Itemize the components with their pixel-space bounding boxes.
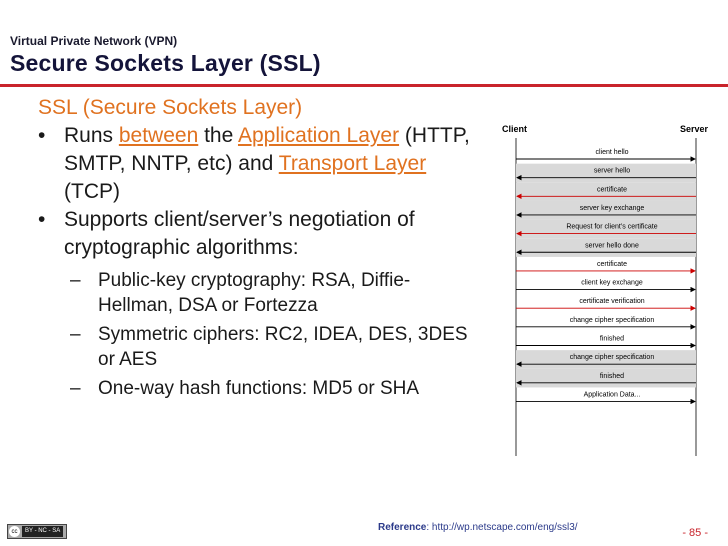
sub-bullet-hash: – One-way hash functions: MD5 or SHA [70, 376, 478, 401]
reference-url[interactable]: : http://wp.netscape.com/eng/ssl3/ [426, 522, 578, 533]
sub-bullet-public-key: – Public-key cryptography: RSA, Diffie-H… [70, 268, 478, 318]
cc-icon: cc [9, 526, 20, 537]
message-label: change cipher specification [570, 317, 655, 324]
client-label: Client [502, 124, 527, 134]
reference: Reference: http://wp.netscape.com/eng/ss… [378, 522, 578, 533]
dash-mark: – [70, 378, 81, 399]
bullet-runs-between: • Runs between the Application Layer (HT… [38, 122, 478, 206]
message-label: change cipher specification [570, 354, 655, 361]
server-label: Server [680, 124, 709, 134]
bullet-text: Supports client/server’s negotiation of … [64, 208, 415, 259]
slide-title: Secure Sockets Layer (SSL) [10, 50, 321, 76]
message-label: finished [600, 373, 624, 380]
message-label: certificate [597, 261, 627, 268]
message-label: client hello [595, 149, 628, 156]
section-heading: SSL (Secure Sockets Layer) [38, 96, 303, 119]
message-label: server hello done [585, 242, 639, 249]
license-badge[interactable]: cc BY - NC - SA [7, 524, 67, 539]
dash-mark: – [70, 324, 81, 345]
ssl-handshake-diagram: Client Server client hello server hello ce… [502, 124, 709, 456]
link-application-layer[interactable]: Application Layer [237, 124, 400, 147]
slide-kicker: Virtual Private Network (VPN) [10, 34, 178, 48]
message-label: client key exchange [581, 280, 643, 287]
sub-bullet-symmetric: – Symmetric ciphers: RC2, IDEA, DES, 3DE… [70, 322, 478, 372]
message-label: Application Data... [584, 391, 641, 398]
link-transport-layer[interactable]: Transport Layer [278, 152, 427, 175]
message-label: certificate [597, 186, 627, 193]
bullet-mark: • [38, 124, 46, 147]
sub-bullet-text: Public-key cryptography: RSA, Diffie-Hel… [98, 270, 411, 316]
bullet-negotiation: • Supports client/server’s negotiation o… [38, 206, 478, 262]
slide-body: SSL (Secure Sockets Layer) • Runs betwee… [38, 94, 478, 401]
sub-bullet-text: Symmetric ciphers: RC2, IDEA, DES, 3DES … [98, 324, 468, 370]
reference-label: Reference [378, 522, 427, 533]
message-label: server hello [594, 168, 630, 175]
link-between[interactable]: between [118, 124, 199, 147]
sub-bullet-text: One-way hash functions: MD5 or SHA [98, 378, 420, 399]
title-rule [0, 84, 728, 87]
bullet-mark: • [38, 208, 46, 231]
message-label: finished [600, 336, 624, 343]
dash-mark: – [70, 270, 81, 291]
license-text: BY - NC - SA [22, 526, 64, 537]
message-label: Request for client’s certificate [566, 224, 657, 231]
page-number: - 85 - [682, 527, 708, 539]
message-label: certificate verification [579, 298, 644, 305]
bullet-text: Runs between the Application Layer (HTTP… [64, 124, 470, 203]
message-label: server key exchange [580, 205, 645, 212]
